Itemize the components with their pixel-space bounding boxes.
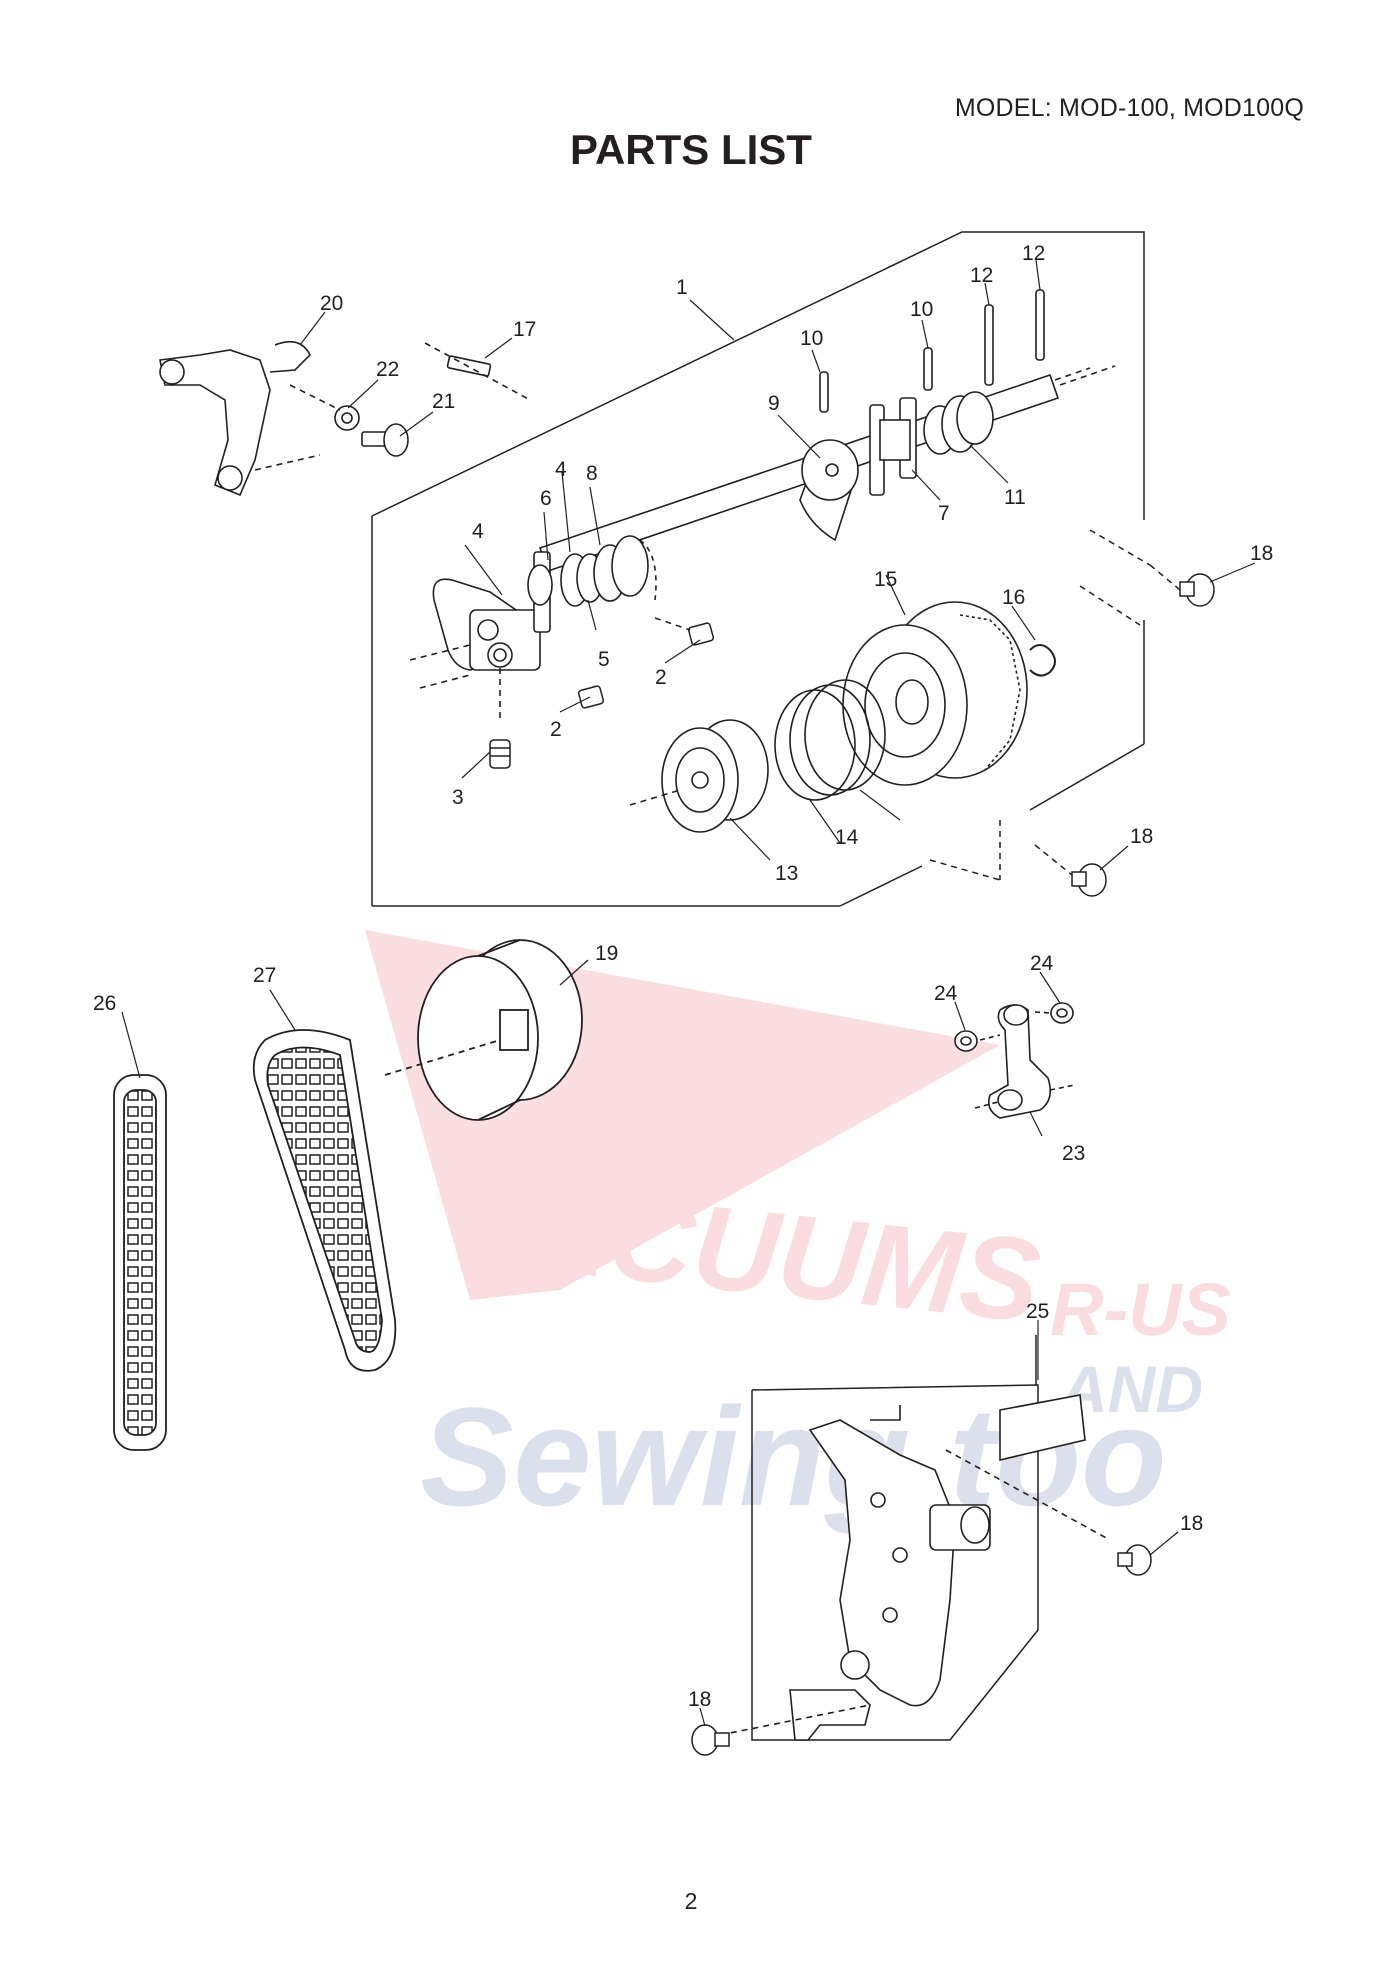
callout-9: 9 [768, 392, 780, 415]
callout-3: 3 [452, 786, 464, 809]
watermark-main-text: ACUUMS [514, 1162, 1046, 1348]
callout-18a: 18 [1250, 542, 1273, 565]
assembly-screws-18 [691, 1544, 1152, 1756]
eccentric-crank [409, 535, 657, 720]
callout-27: 27 [253, 964, 276, 987]
callout-2b: 2 [550, 718, 562, 741]
feed-cam [799, 397, 917, 542]
model-label: MODEL: MOD-100, MOD100Q [954, 94, 1304, 122]
callout-25: 25 [1026, 1300, 1049, 1323]
callout-6: 6 [540, 487, 552, 510]
callout-18b: 18 [1130, 825, 1153, 848]
callout-24a: 24 [934, 982, 958, 1005]
callout-26: 26 [93, 992, 116, 1015]
callout-7: 7 [938, 502, 950, 525]
callout-20: 20 [320, 292, 343, 315]
callout-19: 19 [595, 942, 618, 965]
page-title: PARTS LIST [570, 126, 812, 173]
callout-2a: 2 [655, 666, 667, 689]
callout-10a: 10 [800, 327, 823, 350]
callout-13: 13 [775, 862, 798, 885]
leader-1 [689, 299, 735, 341]
callout-4a: 4 [472, 520, 484, 543]
callout-1: 1 [676, 276, 688, 299]
small-pulley-pins [819, 289, 1116, 455]
callout-4b: 4 [555, 458, 567, 481]
feed-arm [159, 340, 531, 497]
callout-12a: 12 [970, 264, 993, 287]
callout-22: 22 [376, 358, 399, 381]
callout-10b: 10 [910, 298, 933, 321]
callout-17: 17 [513, 318, 536, 341]
callout-24b: 24 [1030, 952, 1054, 975]
callout-11: 11 [1004, 486, 1026, 509]
callout-5: 5 [598, 648, 610, 671]
callout-12b: 12 [1022, 242, 1045, 265]
set-screws [489, 617, 715, 769]
main-shaft-assembly-frame [371, 231, 1145, 907]
pressure-roller [384, 939, 583, 1121]
timing-belt-26 [113, 1074, 167, 1451]
mechanism-frame-25 [751, 1335, 1039, 1741]
callout-numbers: 1 2 2 3 4 4 5 6 7 8 9 10 10 11 12 12 13 … [93, 242, 1273, 1711]
clutch-spring [774, 679, 886, 801]
e-ring [1029, 644, 1056, 677]
page-number: 2 [684, 1888, 698, 1914]
clutch-knob [629, 719, 769, 833]
callout-8: 8 [586, 462, 598, 485]
callout-23: 23 [1062, 1142, 1085, 1165]
frame-screws [929, 529, 1215, 897]
callout-21: 21 [432, 390, 455, 413]
mechanism-plate [719, 1394, 1111, 1741]
callout-18c: 18 [1180, 1512, 1203, 1535]
callout-15: 15 [874, 568, 897, 591]
timing-belt-27 [252, 1029, 397, 1372]
leader-lines [121, 259, 1256, 1727]
callout-18d: 18 [688, 1688, 711, 1711]
callout-14: 14 [835, 826, 859, 849]
link-bracket [954, 1002, 1076, 1119]
callout-16: 16 [1002, 586, 1025, 609]
watermark-corner-text: R-US [1050, 1268, 1231, 1351]
